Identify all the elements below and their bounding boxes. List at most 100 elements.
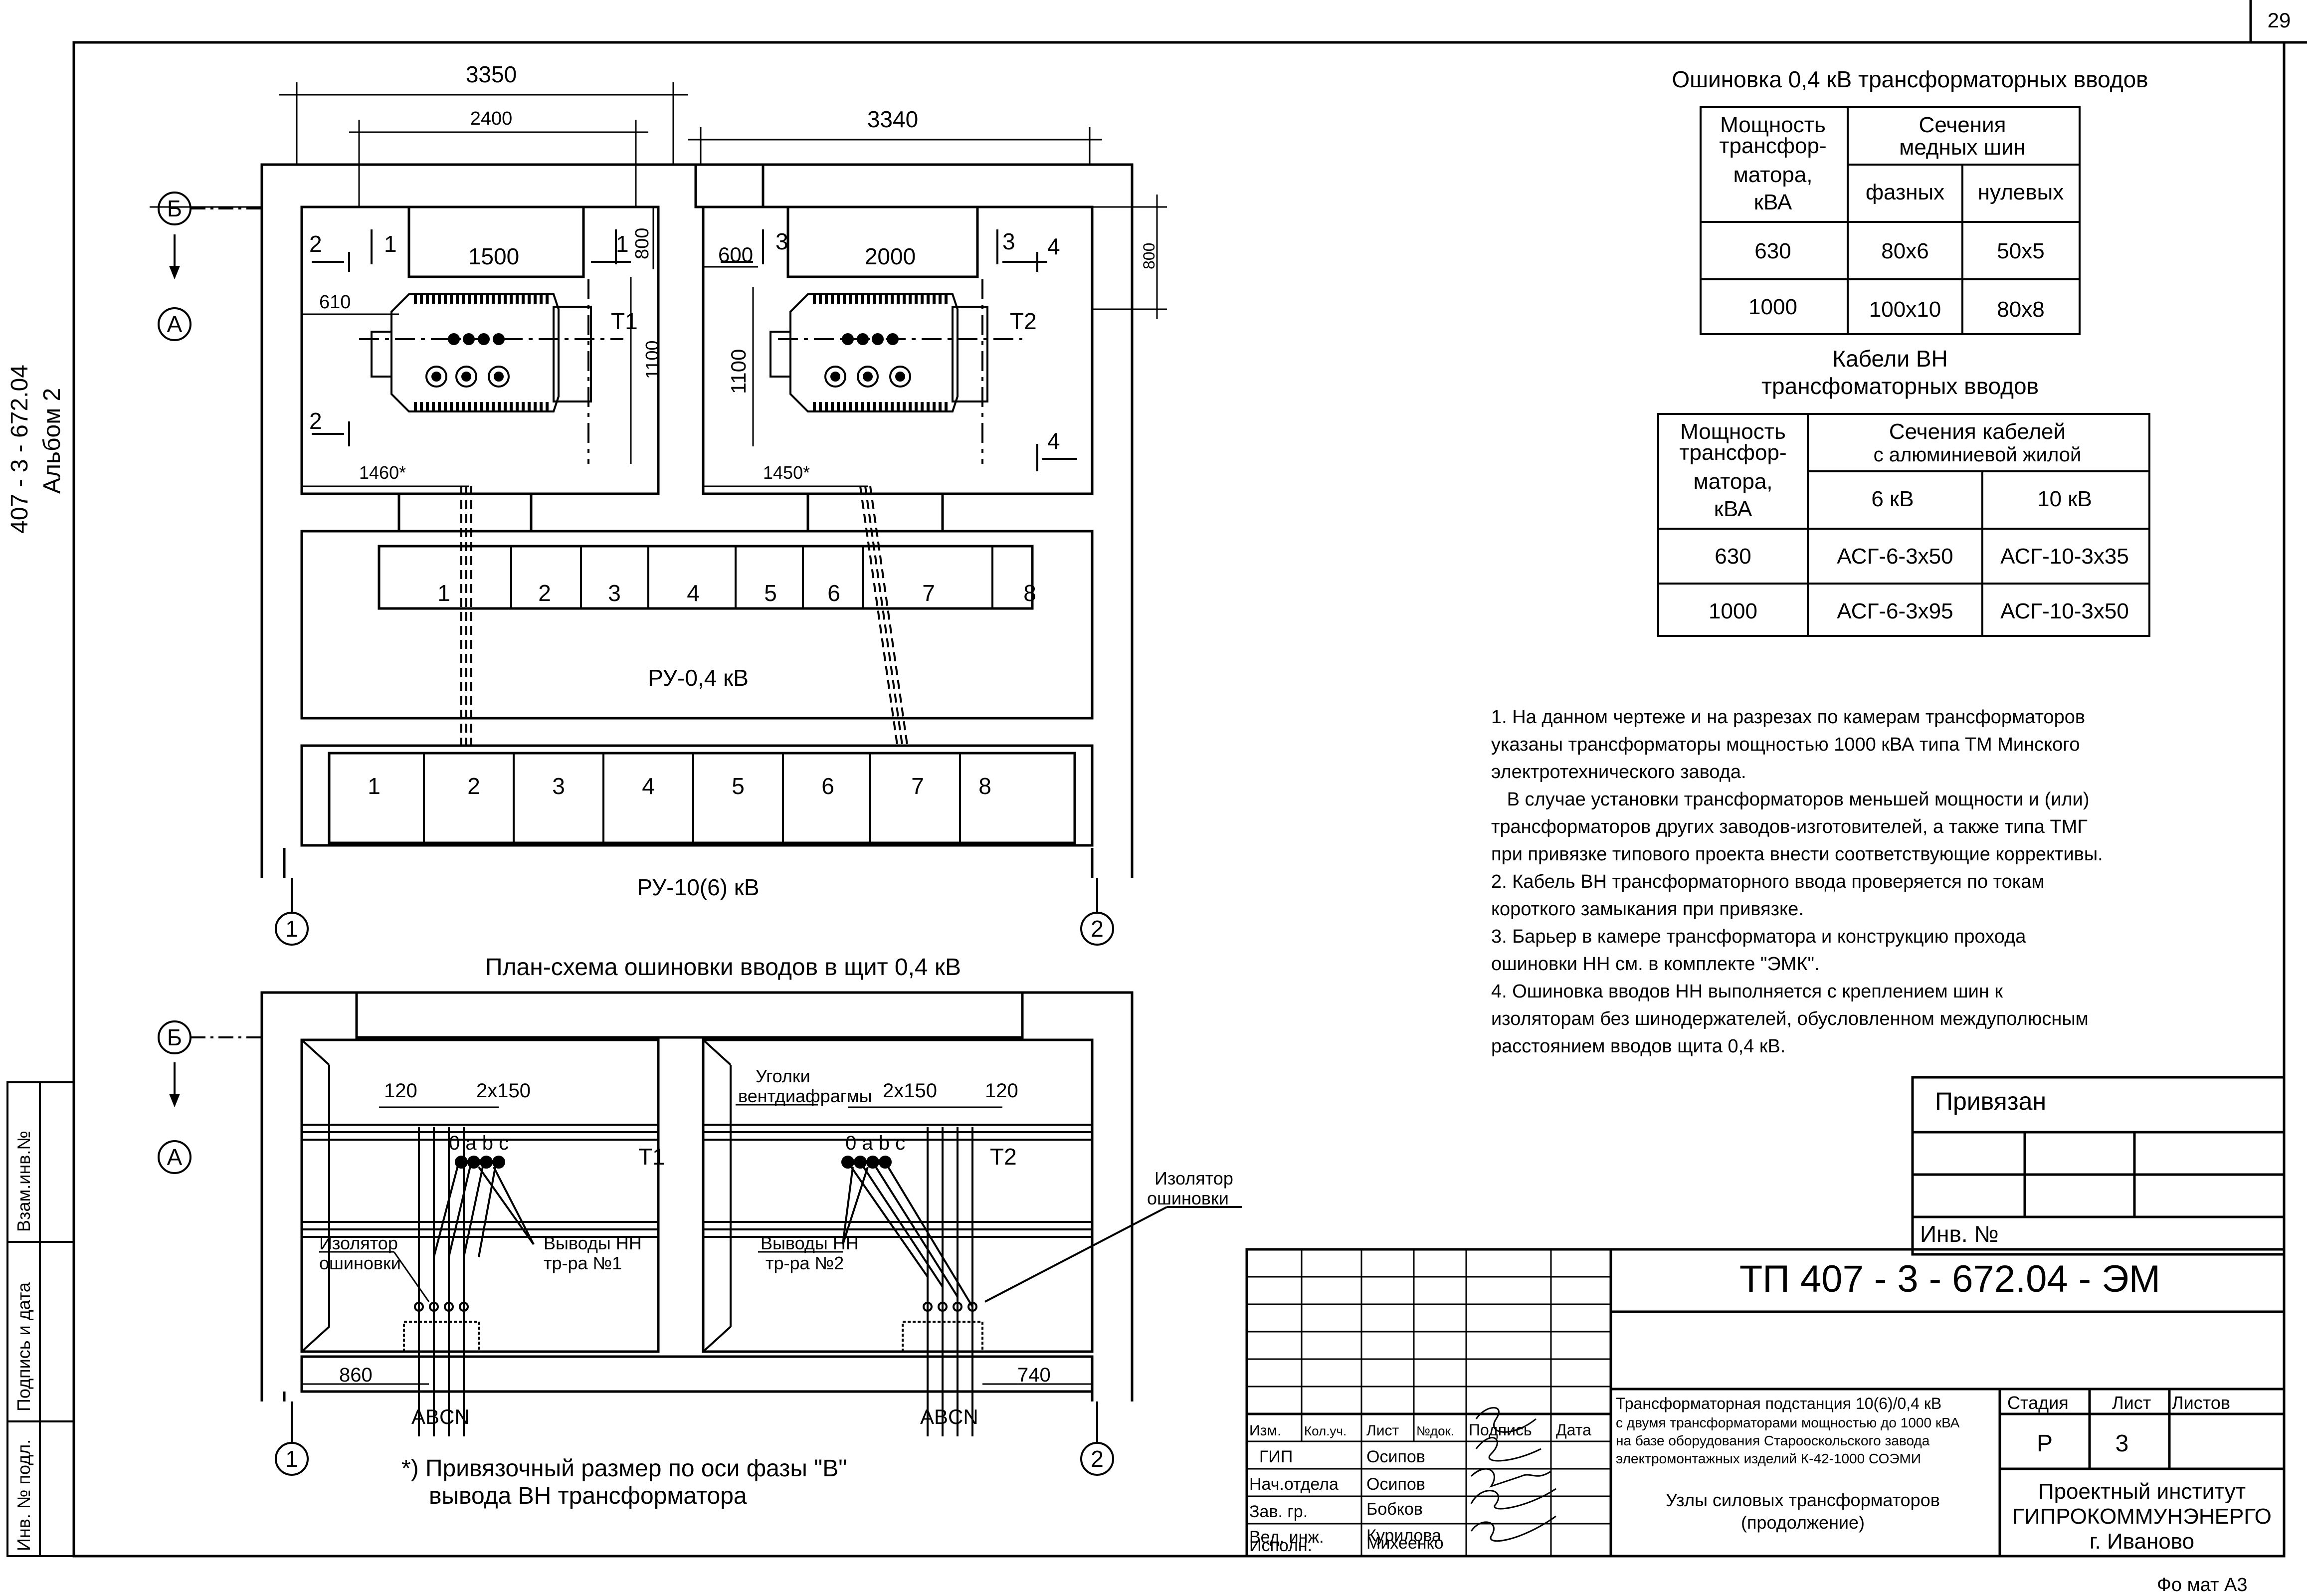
table1-title: Ошиновка 0,4 кВ трансформаторных вводов xyxy=(1672,66,2148,92)
table2-h-power: матора, xyxy=(1693,469,1772,494)
table2-titles: Кабели ВН трансфоматорных вводов xyxy=(1761,346,2039,399)
label-t1-schema: Т1 xyxy=(638,1144,665,1170)
section-2-top: 2 xyxy=(309,231,322,257)
notes: 1. На данном чертеже и на разрезах по ка… xyxy=(1491,707,2103,1057)
table1-h-power: матора, xyxy=(1733,163,1812,187)
stamp-desc-line: на базе оборудования Старооскольского за… xyxy=(1616,1433,1930,1448)
phases-abcn-left: ABCN xyxy=(411,1405,470,1428)
label-izolator-1b: ошиновки xyxy=(319,1253,401,1273)
stamp-list-value: 3 xyxy=(2115,1430,2129,1457)
ru04-cell: 4 xyxy=(687,580,700,606)
dim-1460: 1460* xyxy=(359,462,406,483)
side-code: 407 - 3 - 672.04 xyxy=(6,365,33,534)
note-line: 2. Кабель ВН трансформаторного ввода про… xyxy=(1491,871,2045,892)
note-line: 3. Барьер в камере трансформатора и конс… xyxy=(1491,926,2026,947)
note-line: ошиновки НН см. в комплекте "ЭМК". xyxy=(1491,954,1820,975)
dim-610: 610 xyxy=(319,292,351,313)
org-line-1: Проектный институт xyxy=(2038,1479,2246,1504)
table1-h-sections: медных шин xyxy=(1899,135,2026,160)
stamp-hdr-list: Лист xyxy=(1366,1422,1399,1439)
axis-b-plan: Б xyxy=(167,196,182,221)
table2-h-power: кВА xyxy=(1714,497,1752,521)
table1-h-sections: Сечения xyxy=(1919,113,2006,137)
axis-2-plan: 2 xyxy=(1091,916,1104,942)
table2-h-power: трансфор- xyxy=(1679,440,1786,465)
privyazan-label: Привязан xyxy=(1935,1087,2046,1115)
table2-title-2: трансфоматорных вводов xyxy=(1761,373,2039,399)
stamp-role: Нач.отдела xyxy=(1249,1475,1339,1494)
stamp-list: Лист xyxy=(2112,1393,2151,1413)
ru04-cell: 3 xyxy=(608,580,621,606)
ru10-cell: 4 xyxy=(642,773,655,799)
plan-dimensions xyxy=(150,82,1167,487)
ru04-cell: 2 xyxy=(538,580,551,606)
label-ventdiafragmy: вентдиафрагмы xyxy=(738,1086,872,1106)
table2-h-10kv: 10 кВ xyxy=(2037,487,2092,511)
document-code: ТП 407 - 3 - 672.04 - ЭМ xyxy=(1739,1258,2160,1300)
plan-texts: 3350 2400 3340 1500 2000 800 800 610 600… xyxy=(167,61,1158,942)
table2-cell: 630 xyxy=(1715,544,1751,569)
table2-title-1: Кабели ВН xyxy=(1832,346,1947,372)
dim-1100-b: 1100 xyxy=(727,349,750,394)
phases-t1: 0 a b c xyxy=(449,1132,509,1154)
label-ugolki: Уголки xyxy=(756,1066,810,1086)
side-stamp-vzam: Взам.инв.№ xyxy=(13,1131,34,1232)
org-line-2: ГИПРОКОММУНЭНЕРГО xyxy=(2012,1504,2272,1529)
label-izolator-2b: ошиновки xyxy=(1147,1188,1229,1208)
schema-texts: Б А 1 2 120 2х150 2х150 120 Уголки вентд… xyxy=(167,1024,1233,1509)
table1-cell: 80х6 xyxy=(1881,239,1928,263)
transformer-t2 xyxy=(769,279,1022,464)
dim-3340: 3340 xyxy=(867,106,918,132)
phases-abcn-right: ABCN xyxy=(920,1405,978,1428)
label-t2: Т2 xyxy=(1010,308,1037,334)
phases-t2: 0 a b c xyxy=(845,1132,905,1154)
inv-no-label: Инв. № xyxy=(1920,1221,1999,1247)
stamp-name: Курилова xyxy=(1366,1526,1441,1545)
dim-1450: 1450* xyxy=(763,462,810,483)
axis-b-schema: Б xyxy=(167,1024,182,1050)
schema-dimensions xyxy=(302,1104,1092,1385)
schema-busbars-t2 xyxy=(841,1127,1242,1436)
stamp-stadiya: Стадия xyxy=(2007,1393,2069,1413)
stamp-listov: Листов xyxy=(2172,1393,2230,1413)
section-1-left: 1 xyxy=(384,231,397,257)
title-block-texts: Привязан Инв. № ТП 407 - 3 - 672.04 - ЭМ… xyxy=(1249,1087,2272,1596)
sheet-title-2: (продолжение) xyxy=(1741,1512,1865,1533)
note-line: при привязке типового проекта внести соо… xyxy=(1491,844,2103,865)
plan-building xyxy=(260,163,1134,878)
schema-ventilation-bars xyxy=(301,1039,1092,1353)
table1-cell: 630 xyxy=(1754,239,1791,263)
label-izolator-2a: Изолятор xyxy=(1154,1168,1233,1189)
stamp-desc-line: с двумя трансформаторами мощностью до 10… xyxy=(1616,1415,1960,1430)
table1-h-phase: фазных xyxy=(1866,180,1944,204)
stamp-hdr-doc: №док. xyxy=(1416,1423,1454,1438)
dim-800-b: 800 xyxy=(1140,243,1158,269)
ru10-cell: 5 xyxy=(732,773,745,799)
stamp-role: Зав. гр. xyxy=(1249,1502,1308,1521)
ru10-cell: 1 xyxy=(368,773,381,799)
table1-h-power: трансфор- xyxy=(1719,134,1826,158)
note-line: электротехнического завода. xyxy=(1491,762,1746,783)
section-4-bottom: 4 xyxy=(1047,428,1060,454)
table1-cell: 80х8 xyxy=(1997,297,2044,322)
stamp-role: ГИП xyxy=(1259,1447,1293,1466)
stamp-desc-line: электромонтажных изделий К-42-1000 СОЭМИ xyxy=(1616,1451,1921,1466)
table1-grid xyxy=(1700,106,2081,335)
ru04-label: РУ-0,4 кВ xyxy=(648,665,749,691)
stamp-hdr-data: Дата xyxy=(1556,1421,1591,1439)
table1-h-power: кВА xyxy=(1754,190,1792,214)
stamp-hdr-podpis: Подпись xyxy=(1469,1421,1532,1439)
stamp-hdr-izm: Изм. xyxy=(1249,1422,1281,1439)
ru04-cells: 1 2 3 4 5 6 7 8 xyxy=(437,580,1036,606)
plan-axis-markers xyxy=(158,192,1114,946)
ru10-cells: 1 2 3 4 5 6 7 8 xyxy=(368,773,991,799)
schema-busbars-t1 xyxy=(403,1127,535,1436)
dim-800-a: 800 xyxy=(632,228,653,259)
note-line: 1. На данном чертеже и на разрезах по ка… xyxy=(1491,707,2085,728)
side-stamp-inv-podl: Инв. № подл. xyxy=(13,1439,34,1551)
axis-1-schema: 1 xyxy=(285,1446,298,1472)
table2-cell: АСГ-6-3х95 xyxy=(1837,599,1953,623)
section-2-bottom: 2 xyxy=(309,408,322,434)
table2-h-sections: Сечения кабелей xyxy=(1889,419,2066,444)
